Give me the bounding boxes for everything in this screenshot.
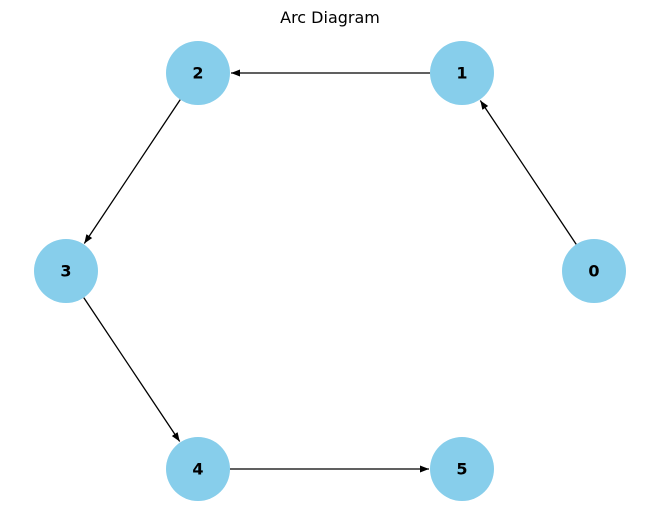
node-circle-2 <box>166 41 230 105</box>
edge-0-to-1 <box>479 100 577 245</box>
node-4: 4 <box>166 437 230 501</box>
node-label-2: 2 <box>192 64 203 83</box>
node-circle-1 <box>430 41 494 105</box>
node-label-4: 4 <box>192 460 203 479</box>
node-0: 0 <box>562 239 626 303</box>
node-3: 3 <box>34 239 98 303</box>
node-1: 1 <box>430 41 494 105</box>
edge-2-to-3 <box>83 99 181 244</box>
diagram-title: Arc Diagram <box>280 8 380 27</box>
node-5: 5 <box>430 437 494 501</box>
node-circle-4 <box>166 437 230 501</box>
node-label-5: 5 <box>456 460 467 479</box>
node-circle-0 <box>562 239 626 303</box>
node-circle-5 <box>430 437 494 501</box>
node-label-1: 1 <box>456 64 467 83</box>
edge-3-to-4 <box>83 297 181 442</box>
node-label-0: 0 <box>588 262 599 281</box>
nodes-layer: 0 1 2 3 4 5 <box>34 41 626 501</box>
edges-layer <box>83 69 577 473</box>
node-2: 2 <box>166 41 230 105</box>
node-label-3: 3 <box>60 262 71 281</box>
node-circle-3 <box>34 239 98 303</box>
